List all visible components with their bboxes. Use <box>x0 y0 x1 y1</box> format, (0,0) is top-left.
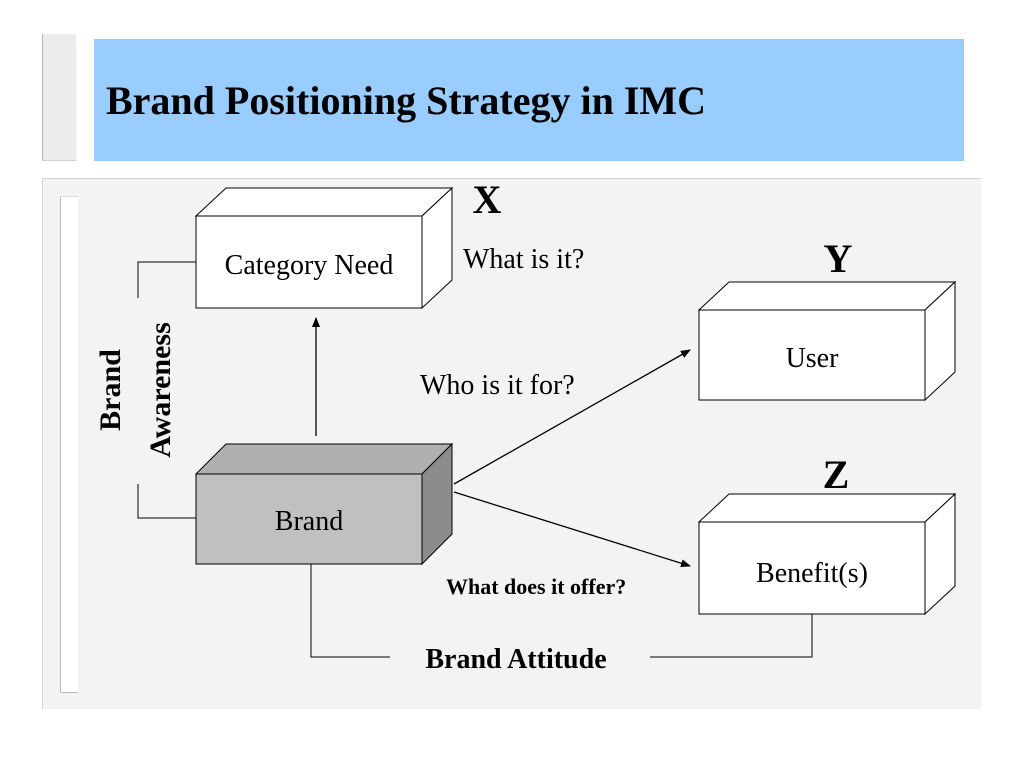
benefits-box: Benefit(s) <box>697 492 957 616</box>
brand-label: Brand <box>275 506 343 537</box>
marker-y: Y <box>824 236 853 281</box>
question-what-is-it: What is it? <box>463 244 584 275</box>
attitude-bracket-left <box>310 564 390 658</box>
brand-awareness-line2: Awareness <box>144 322 177 458</box>
awareness-bracket-bottom <box>137 484 196 519</box>
brand-awareness-line1: Brand <box>94 349 127 431</box>
category-need-box: Category Need <box>194 186 454 310</box>
arrow-brand-to-benefits <box>453 491 691 568</box>
page-title: Brand Positioning Strategy in IMC <box>106 78 707 123</box>
brand-awareness-label: Brand Awareness <box>94 322 177 458</box>
benefits-label: Benefit(s) <box>756 558 868 589</box>
user-box: User <box>697 280 957 402</box>
slide-decor-left <box>42 34 76 161</box>
brand-box: Brand <box>194 442 454 566</box>
arrow-brand-to-user <box>453 349 691 485</box>
question-what-does-it-offer: What does it offer? <box>446 574 626 599</box>
title-band: Brand Positioning Strategy in IMC <box>94 39 964 161</box>
question-who-is-it-for: Who is it for? <box>420 370 575 401</box>
content-decor-bar <box>60 196 78 693</box>
marker-x: X <box>473 177 502 222</box>
awareness-bracket-top <box>137 261 196 298</box>
category-need-label: Category Need <box>225 250 394 281</box>
marker-z: Z <box>823 452 850 497</box>
brand-attitude-label: Brand Attitude <box>425 644 606 675</box>
attitude-bracket-right <box>650 614 813 658</box>
user-label: User <box>786 343 840 374</box>
